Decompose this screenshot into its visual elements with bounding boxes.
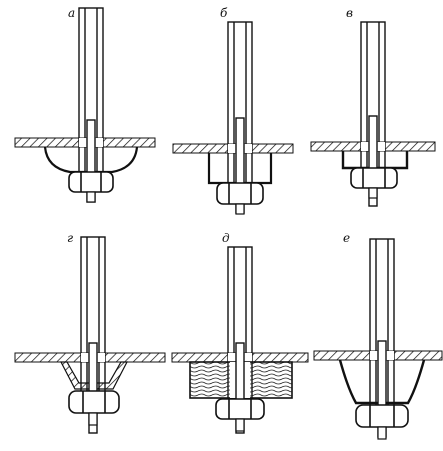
panel-d: д xyxy=(171,231,309,434)
panel-e: е xyxy=(313,231,443,440)
nut xyxy=(350,167,398,189)
rod-tip xyxy=(368,187,378,199)
rod-tip xyxy=(235,418,245,432)
rod-tip xyxy=(86,191,96,203)
panel-label-b: б xyxy=(220,6,228,20)
floor-slab xyxy=(172,143,294,154)
panel-label-e: е xyxy=(343,231,350,245)
panel-label-g: г xyxy=(67,231,73,245)
panel-a: а xyxy=(14,6,156,203)
threaded-rod xyxy=(235,342,245,434)
panel-label-d: д xyxy=(222,231,230,245)
panel-label-v: в xyxy=(346,6,353,20)
panel-label-a: а xyxy=(68,6,75,20)
floor-slab xyxy=(14,137,156,148)
conical-washer xyxy=(60,361,128,390)
threaded-rod xyxy=(88,342,98,434)
nut xyxy=(216,182,264,205)
rod-tip xyxy=(235,203,245,215)
panel-v: в xyxy=(310,6,436,207)
threaded-rod xyxy=(368,115,378,207)
rod-tip xyxy=(377,426,387,440)
panel-b: б xyxy=(172,6,294,215)
panel-g: г xyxy=(14,231,166,434)
nut xyxy=(68,390,120,414)
nut xyxy=(355,404,409,428)
rod-tip xyxy=(88,412,98,426)
nut xyxy=(68,171,114,193)
nut xyxy=(215,398,265,420)
